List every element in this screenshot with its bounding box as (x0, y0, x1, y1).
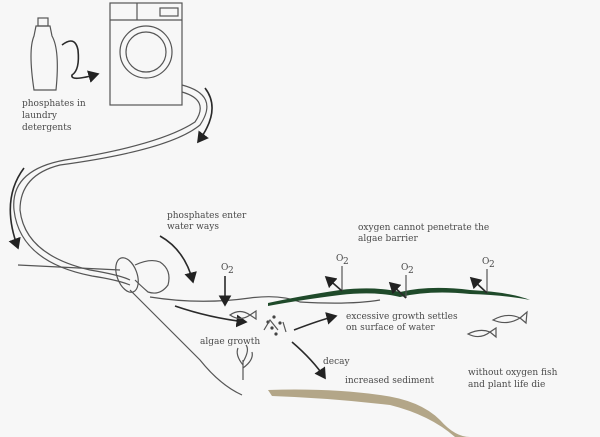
algae-mat (268, 287, 530, 306)
svg-text:O: O (336, 254, 343, 264)
label-phosphates-enter: phosphates enter water ways (167, 211, 249, 232)
ground-line (17, 264, 121, 271)
algae-inflow-arrow (174, 305, 248, 328)
svg-text:O: O (401, 263, 408, 273)
o2-arrow-in: O 2 (218, 263, 234, 307)
detergent-bottle-icon (30, 17, 58, 91)
decay-arrow (291, 341, 326, 380)
svg-text:O: O (221, 263, 228, 273)
drain-pipe (19, 84, 208, 281)
label-excessive-growth: excessive growth settles on surface of w… (346, 312, 461, 333)
svg-text:2: 2 (228, 266, 234, 276)
svg-text:2: 2 (343, 257, 349, 267)
label-oxygen-barrier: oxygen cannot penetrate the algae barrie… (358, 223, 492, 244)
label-phosphates-detergents: phosphates in laundry detergents (22, 99, 89, 133)
o2-arrow-blocked: O 2 (469, 257, 495, 294)
pipe-outlet-icon (115, 257, 170, 294)
fish-icon (491, 310, 528, 325)
flow-arrow (8, 167, 25, 250)
svg-text:2: 2 (489, 260, 495, 270)
sediment-layer (268, 389, 470, 437)
svg-text:2: 2 (408, 266, 414, 276)
algae-cluster-icon (263, 315, 287, 336)
o2-arrow-blocked: O 2 (388, 263, 414, 299)
fish-icon (466, 326, 497, 339)
o2-arrow-blocked: O 2 (324, 254, 349, 292)
plant-icon (236, 344, 253, 380)
water-surface (149, 296, 381, 304)
squiggle-arrow (61, 40, 100, 83)
flow-arrow (197, 87, 213, 144)
svg-text:O: O (482, 257, 489, 267)
to-surface-arrow (293, 312, 338, 331)
label-algae-growth: algae growth (200, 337, 260, 347)
label-increased-sediment: increased sediment (345, 376, 435, 386)
fish-icon (228, 309, 257, 321)
phosphates-enter-arrow (159, 235, 197, 284)
washing-machine-icon (109, 2, 183, 106)
label-decay: decay (323, 357, 350, 367)
label-without-oxygen: without oxygen fish and plant life die (468, 368, 560, 390)
